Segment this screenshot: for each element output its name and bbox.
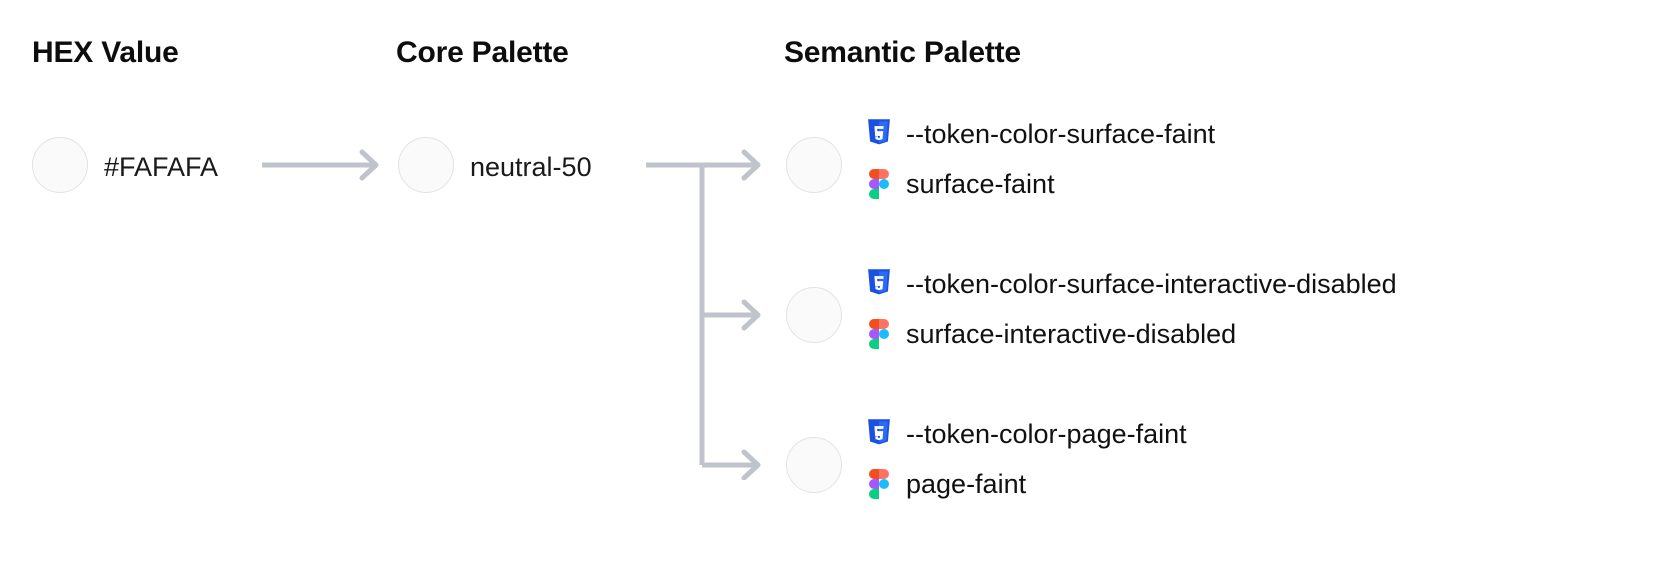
css-variable-name: --token-color-surface-interactive-disabl… (906, 268, 1397, 299)
css-variable-line: --token-color-surface-interactive-disabl… (866, 266, 1397, 302)
css-variable-name: --token-color-page-faint (906, 418, 1187, 449)
branch-connector-core-to-semantic (646, 140, 776, 481)
figma-token-name: page-faint (906, 468, 1027, 499)
figma-token-name: surface-interactive-disabled (906, 318, 1237, 349)
core-palette-value-label: neutral-50 (470, 152, 592, 182)
color-swatch-semantic-2 (786, 437, 842, 493)
column-heading-core-palette: Core Palette (396, 36, 569, 69)
color-swatch-semantic-1 (786, 287, 842, 343)
semantic-token-row: --token-color-page-faint page-faint (866, 416, 1187, 502)
css3-icon (866, 119, 892, 149)
css-variable-line: --token-color-surface-faint (866, 116, 1215, 152)
color-swatch-hex (32, 137, 88, 193)
column-heading-semantic-palette: Semantic Palette (784, 36, 1021, 69)
color-swatch-core (398, 137, 454, 193)
figma-name-line: surface-faint (866, 166, 1215, 202)
semantic-token-row: --token-color-surface-interactive-disabl… (866, 266, 1397, 352)
css3-icon (866, 419, 892, 449)
css3-icon (866, 269, 892, 299)
figma-icon (866, 469, 892, 499)
figma-name-line: surface-interactive-disabled (866, 316, 1397, 352)
figma-icon (866, 169, 892, 199)
color-swatch-semantic-0 (786, 137, 842, 193)
css-variable-name: --token-color-surface-faint (906, 118, 1216, 149)
hex-value-label: #FAFAFA (104, 152, 219, 182)
css-variable-line: --token-color-page-faint (866, 416, 1187, 452)
figma-icon (866, 319, 892, 349)
figma-token-name: surface-faint (906, 168, 1055, 199)
arrow-right-icon-hex-to-core (262, 145, 384, 185)
semantic-token-row: --token-color-surface-faint surface-fain… (866, 116, 1215, 202)
figma-name-line: page-faint (866, 466, 1187, 502)
column-heading-hex-value: HEX Value (32, 36, 179, 69)
